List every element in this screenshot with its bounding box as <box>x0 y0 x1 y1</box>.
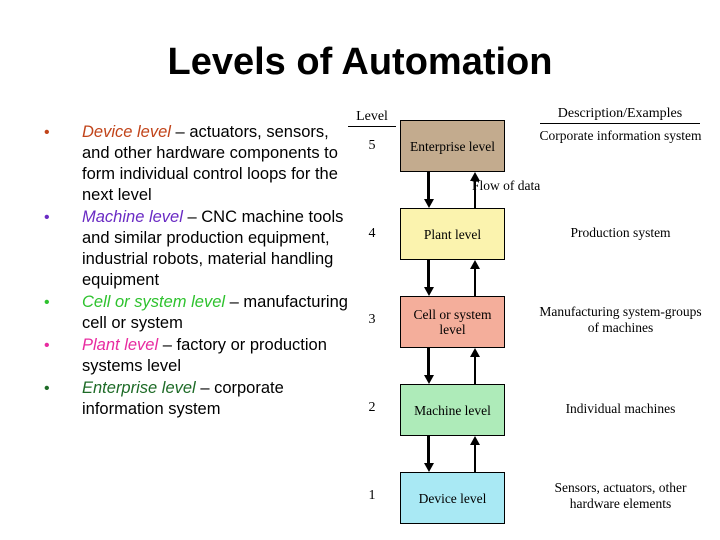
bullet-marker-icon: • <box>44 337 50 354</box>
level-box-device[interactable]: Device level <box>400 472 505 524</box>
list-item-lead: Enterprise level <box>82 379 196 397</box>
list-item-lead: Cell or system level <box>82 293 226 311</box>
list-item-text: – CNC machine tools and similar producti… <box>82 208 344 289</box>
level-number: 5 <box>368 138 376 153</box>
level-number: 1 <box>368 488 376 503</box>
column-header-description: Description/Examples <box>540 106 700 124</box>
list-item: • Device level – actuators, sensors, and … <box>24 122 354 206</box>
bullet-marker-icon: • <box>44 209 50 226</box>
list-item-lead: Plant level <box>82 336 159 354</box>
page-title: Levels of Automation <box>167 41 553 83</box>
level-box-machine[interactable]: Machine level <box>400 384 505 436</box>
level-number: 4 <box>368 226 376 241</box>
list-item: • Cell or system level – manufacturing ce… <box>24 292 354 334</box>
list-item: • Machine level – CNC machine tools and s… <box>24 207 354 291</box>
flow-of-data-label: Flow of data <box>472 178 541 193</box>
level-description: Manufacturing system-groups of machines <box>539 304 702 335</box>
bullet-marker-icon: • <box>44 294 50 311</box>
list-item-text: – factory or production systems level <box>82 336 327 375</box>
level-number: 2 <box>368 400 376 415</box>
column-header-level: Level <box>348 109 396 127</box>
list-item-text: – actuators, sensors, and other hardware… <box>82 123 338 204</box>
level-description: Production system <box>570 225 671 240</box>
automation-levels-list: • Device level – actuators, sensors, and … <box>24 122 354 421</box>
bullet-marker-icon: • <box>44 380 50 397</box>
level-description: Corporate information system <box>539 128 702 143</box>
level-box-plant[interactable]: Plant level <box>400 208 505 260</box>
bullet-marker-icon: • <box>44 124 50 141</box>
automation-hierarchy-diagram: Level Description/Examples Flow of data … <box>340 100 720 540</box>
list-item-lead: Device level <box>82 123 171 141</box>
level-number: 3 <box>368 312 376 327</box>
level-box-cell-or-system[interactable]: Cell or system level <box>400 296 505 348</box>
level-description: Sensors, actuators, other hardware eleme… <box>554 480 687 511</box>
level-box-enterprise[interactable]: Enterprise level <box>400 120 505 172</box>
list-item: • Enterprise level – corporate informatio… <box>24 378 354 420</box>
list-item: • Plant level – factory or production sys… <box>24 335 354 377</box>
level-description: Individual machines <box>565 401 676 416</box>
list-item-lead: Machine level <box>82 208 183 226</box>
list-item-text: – corporate information system <box>82 379 284 418</box>
list-item-text: – manufacturing cell or system <box>82 293 348 332</box>
